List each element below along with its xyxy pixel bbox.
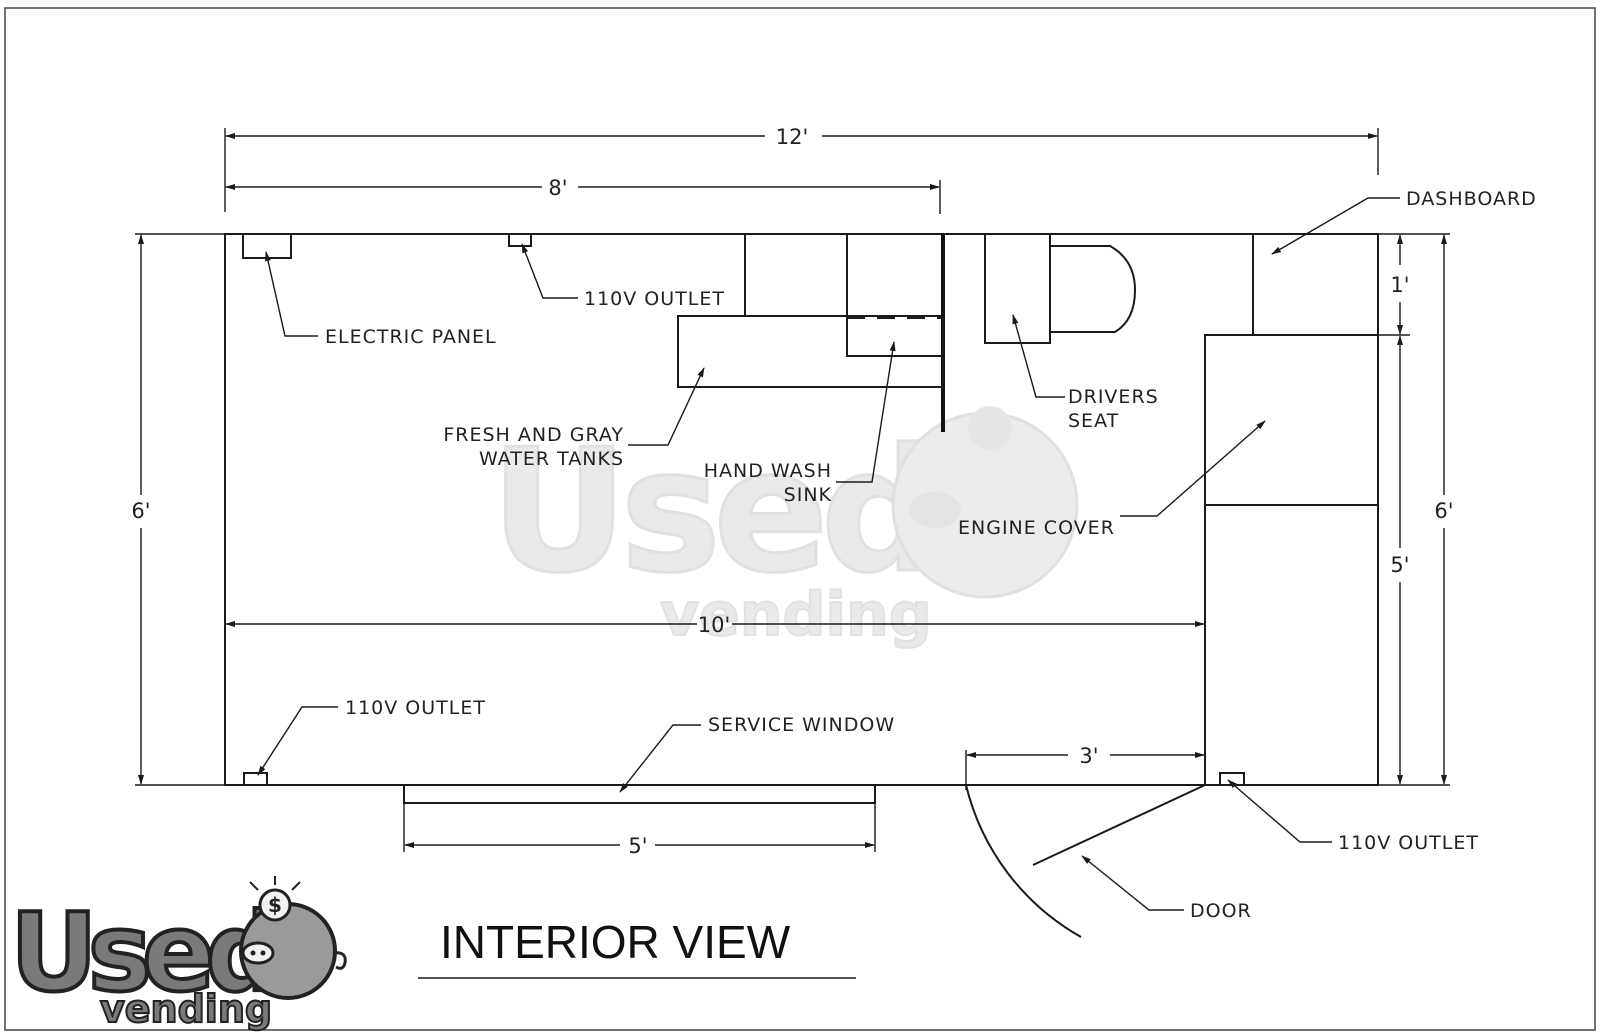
dim-interior-length: 8' — [548, 176, 567, 200]
watermark-snout-icon — [909, 492, 961, 528]
dim-width-right: 6' — [1434, 499, 1453, 523]
watermark-word: Used — [490, 413, 934, 611]
outlet-bottom-left-box — [243, 772, 268, 786]
label-outlet-bottom-left: 110V OUTLET — [345, 697, 486, 719]
label-outlet-top: 110V OUTLET — [584, 288, 725, 310]
sheet-border — [4, 7, 1596, 1031]
dim-floor-length: 10' — [698, 613, 731, 637]
label-door: DOOR — [1190, 900, 1252, 922]
dim-door-width: 3' — [1079, 744, 1098, 768]
watermark-sub: vending — [660, 580, 932, 650]
label-drivers-2: SEAT — [1068, 410, 1119, 432]
label-fresh-gray-1: FRESH AND GRAY — [443, 424, 624, 446]
label-service-window: SERVICE WINDOW — [708, 714, 895, 736]
watermark-coin-icon — [968, 406, 1012, 450]
logo-sub: vending — [100, 987, 272, 1031]
label-drivers-1: DRIVERS — [1068, 386, 1159, 408]
label-hand-wash-2: SINK — [784, 484, 832, 506]
outlet-top-box — [508, 233, 532, 247]
logo-coin-icon — [258, 888, 292, 922]
door-swing-arc — [965, 784, 1082, 938]
svg-text:$: $ — [268, 893, 282, 917]
label-dashboard: DASHBOARD — [1406, 188, 1537, 210]
dim-overall-length: 12' — [776, 125, 809, 149]
label-outlet-bottom-right: 110V OUTLET — [1338, 832, 1479, 854]
door-leaf — [1032, 784, 1206, 866]
page-title: INTERIOR VIEW — [440, 916, 791, 968]
water-tanks-box — [677, 315, 944, 388]
logo-word: Used — [10, 891, 274, 1016]
dim-window-width: 5' — [628, 834, 647, 858]
sink-box — [846, 234, 943, 357]
service-window-box — [403, 784, 876, 804]
counter-cabinet — [744, 234, 943, 317]
label-hand-wash-1: HAND WASH — [704, 460, 832, 482]
dim-engine-depth: 5' — [1390, 553, 1409, 577]
logo-snout-icon — [241, 941, 275, 965]
steering-shape — [1050, 245, 1137, 333]
dim-width-left: 6' — [131, 499, 150, 523]
logo: Used vending $ — [8, 876, 347, 1032]
drivers-seat-box — [984, 233, 1051, 344]
watermark: Used vending — [489, 406, 1079, 651]
label-engine-cover: ENGINE COVER — [958, 517, 1115, 539]
dim-dash-depth: 1' — [1390, 273, 1409, 297]
engine-cover-box — [1204, 334, 1378, 785]
label-fresh-gray-2: WATER TANKS — [479, 448, 624, 470]
label-electric-panel: ELECTRIC PANEL — [325, 326, 497, 348]
